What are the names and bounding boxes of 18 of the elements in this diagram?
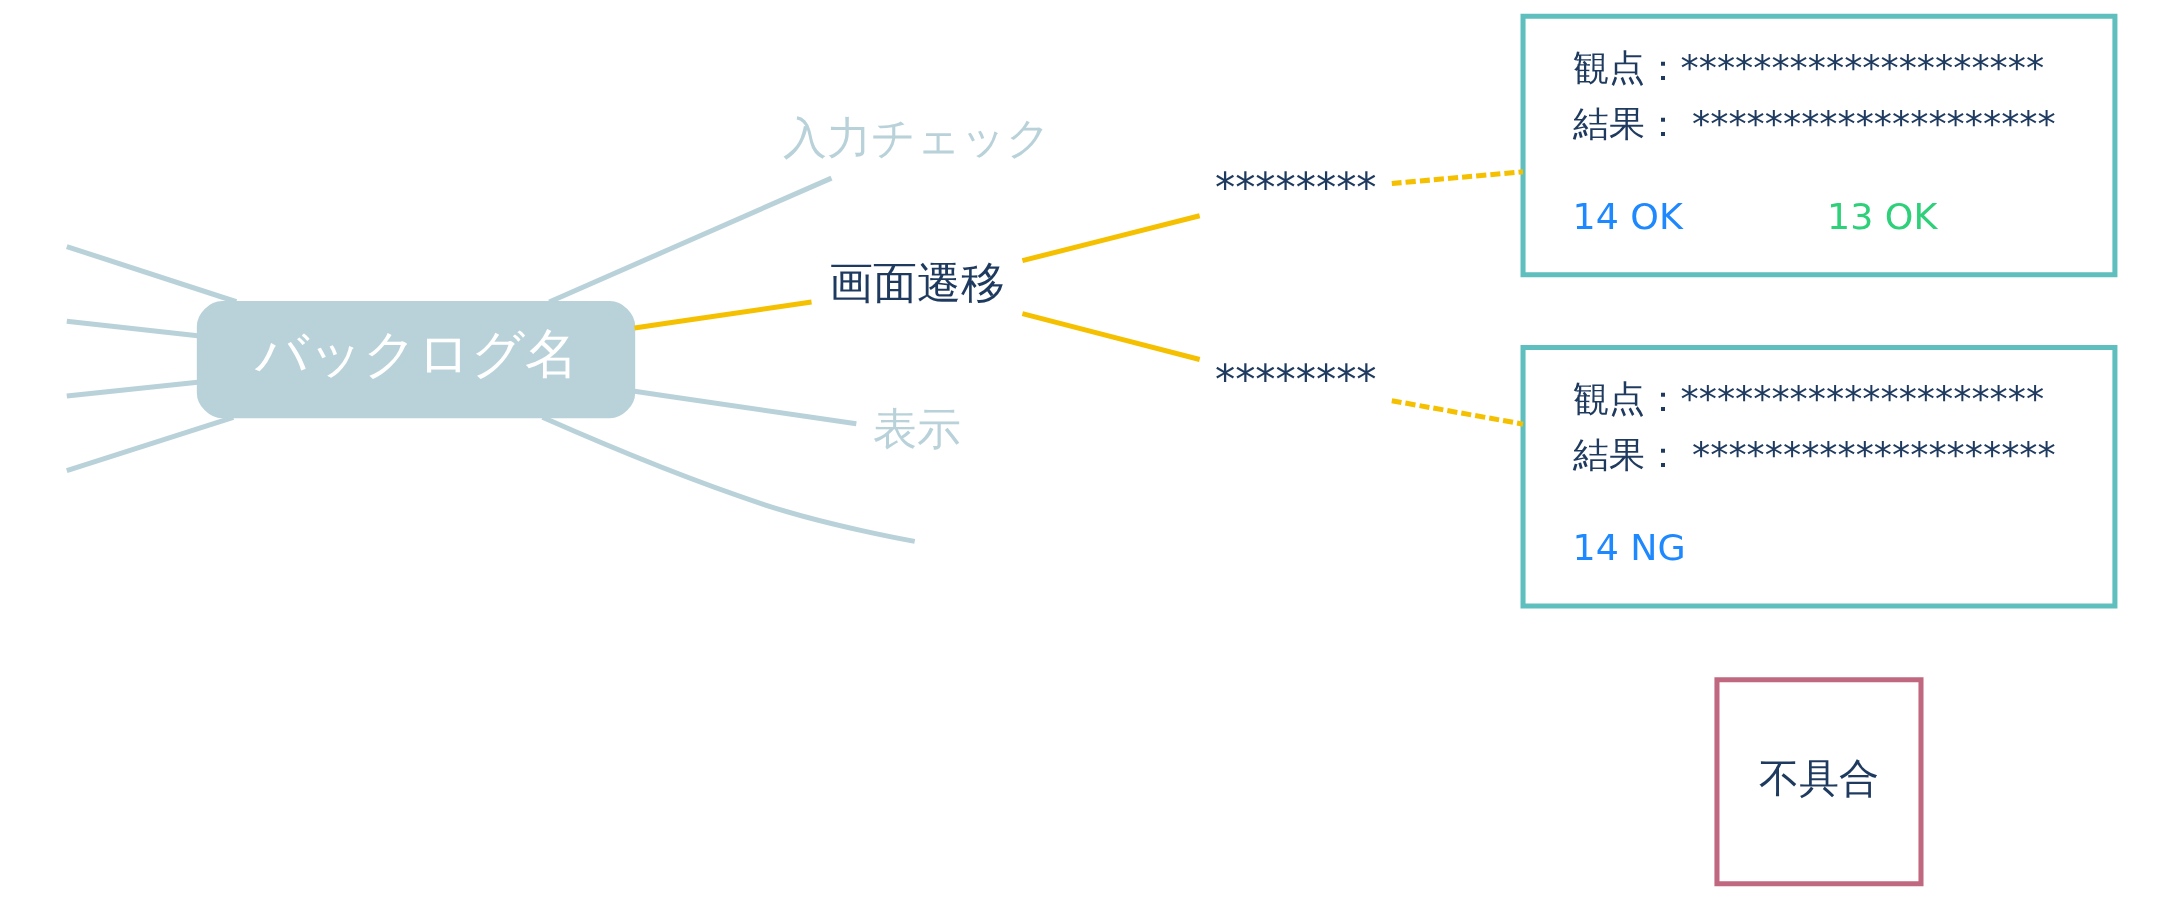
- node-box: 不具合: [1714, 677, 1924, 887]
- node-text: 入力チェック: [783, 111, 1051, 163]
- node-text: ********: [1214, 355, 1377, 404]
- connector: [66, 318, 198, 339]
- node-box: 観点：******************** 結果： ******************** 14 NG: [1520, 344, 2118, 609]
- node-text: 画面遷移: [829, 257, 1005, 309]
- connector: [1021, 311, 1201, 362]
- connector: [634, 299, 812, 331]
- connector: [1391, 169, 1524, 187]
- connector: [1391, 398, 1524, 427]
- connector: [541, 415, 916, 544]
- node-text: ********: [1214, 164, 1377, 213]
- connector: [1021, 213, 1201, 264]
- node-text: 表示: [873, 402, 961, 454]
- connector: [634, 388, 857, 427]
- connector: [66, 379, 198, 399]
- node-box: 観点：******************** 結果： ******************** 14 OK 13 OK: [1520, 13, 2118, 278]
- node-box: バックログ名: [196, 301, 636, 419]
